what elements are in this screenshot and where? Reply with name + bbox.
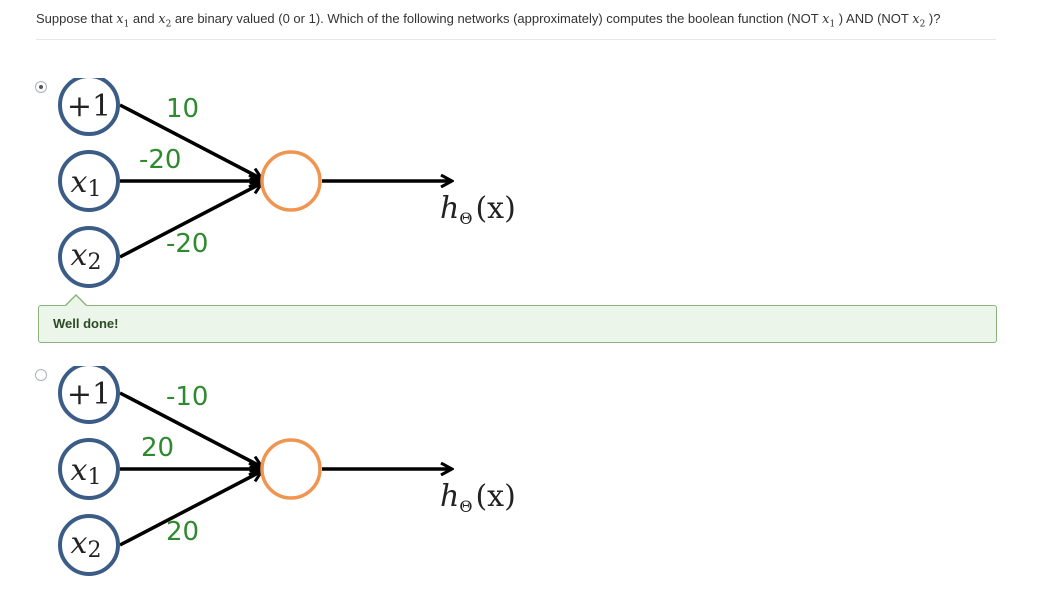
math-x1: x1 [116,12,130,30]
question-text: Suppose that x1 and x2 are binary valued… [36,9,996,40]
hypothesis-label: hΘ(x) [440,479,516,516]
weight-x2: -20 [166,229,208,259]
edge-bias-to-output [119,103,262,179]
hypothesis-label: hΘ(x) [440,191,516,228]
bias-node [58,78,120,136]
math-x1-not: x1 [822,12,836,30]
weight-bias: -10 [166,382,208,412]
edge-bias-to-output [119,391,262,467]
x1-node [58,438,120,500]
x2-node-label: x2 [71,238,102,275]
feedback-callout: Well done! [38,293,997,345]
bias-node-label: +1 [67,89,111,124]
option-1-radio[interactable] [35,81,47,93]
x2-node [58,226,120,288]
output-node [260,150,322,212]
x2-node-label: x2 [71,526,102,563]
math-x2: x2 [158,12,172,30]
output-node [260,438,322,500]
x1-node-label: x1 [71,165,102,202]
edge-x2-to-output [119,183,262,259]
x2-node [58,514,120,576]
feedback-box: Well done! [38,305,997,343]
feedback-text: Well done! [53,316,119,331]
math-x2-not: x2 [912,12,926,30]
weight-bias: 10 [166,94,199,124]
bias-node-label: +1 [67,377,111,412]
weight-x1: -20 [139,145,181,175]
bias-node [58,366,120,424]
weight-x2: 20 [166,517,199,547]
option-1-network-diagram[interactable]: +1 x1 x2 10 -20 -20 hΘ(x) [0,78,600,288]
x1-node [58,150,120,212]
edge-x2-to-output [119,471,262,547]
option-2-radio[interactable] [35,369,47,381]
weight-x1: 20 [141,433,174,463]
x1-node-label: x1 [71,453,102,490]
option-2-network-diagram[interactable]: +1 x1 x2 -10 20 20 hΘ(x) [0,366,600,588]
